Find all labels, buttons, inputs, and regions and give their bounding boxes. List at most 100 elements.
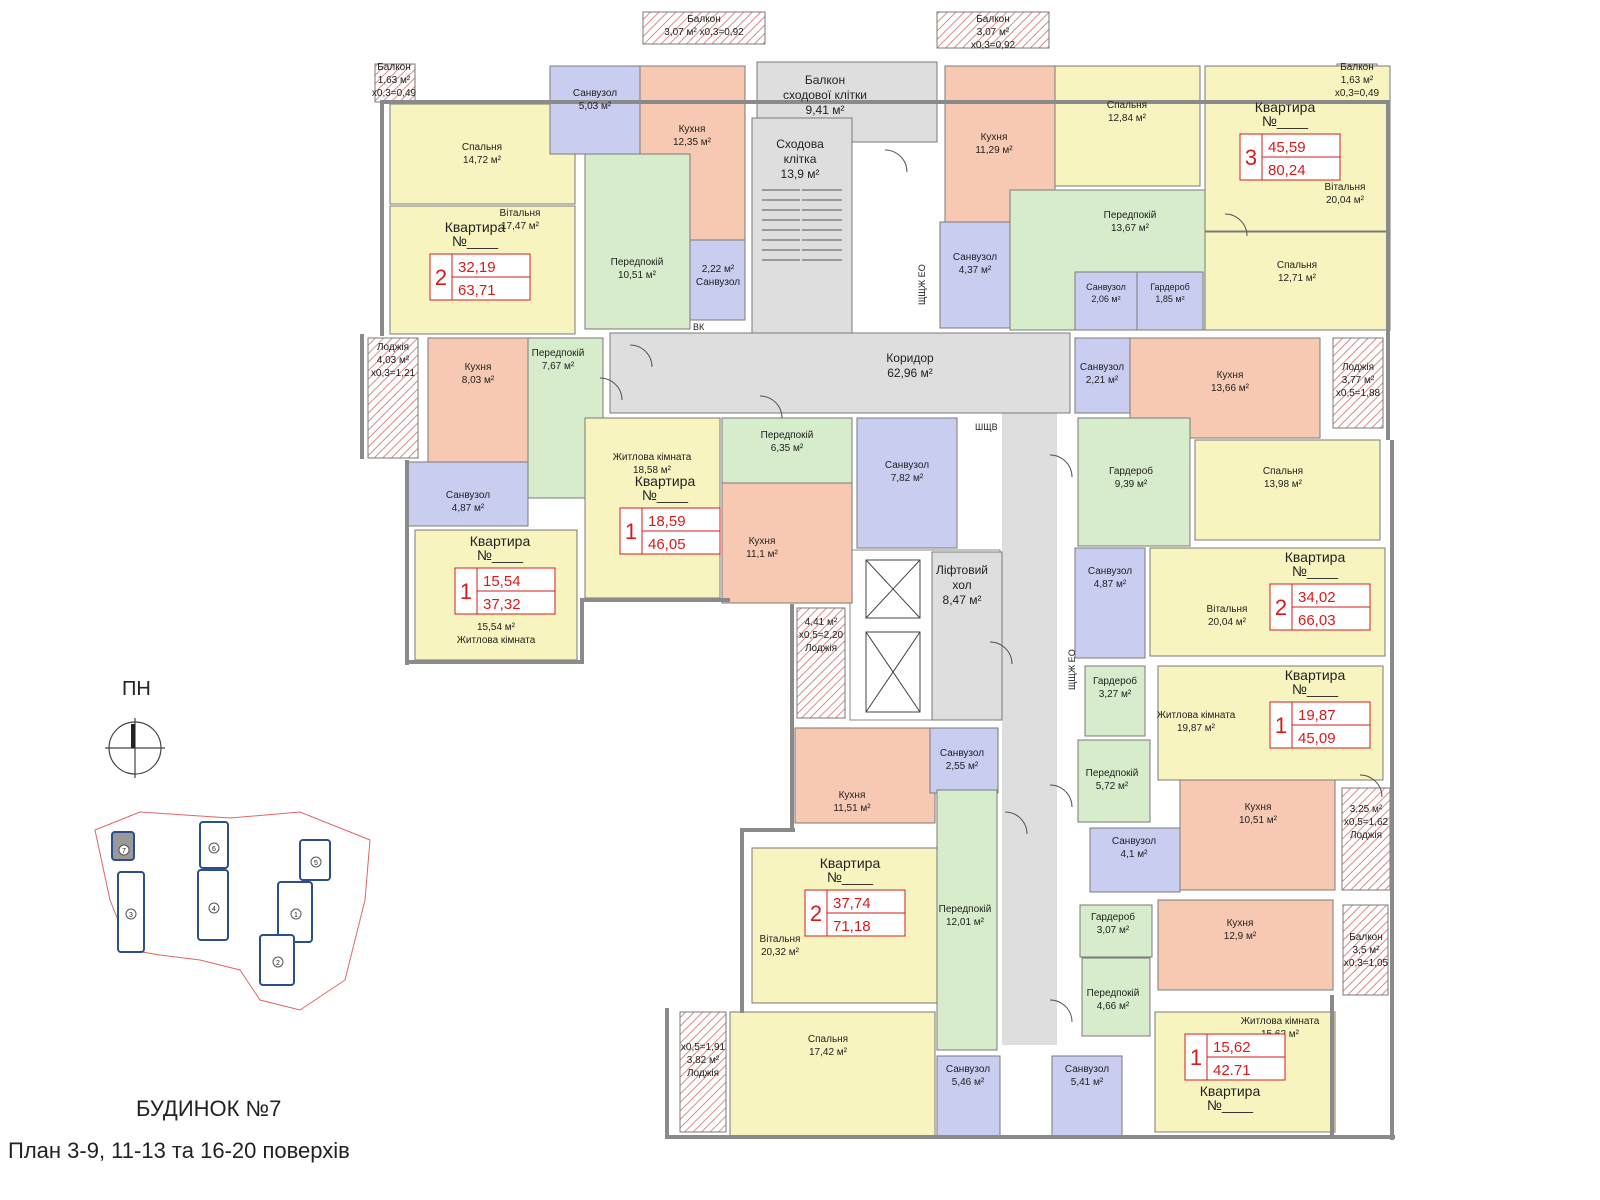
room-hall-1201 bbox=[936, 789, 998, 1051]
room-label-line: Передпокій bbox=[1086, 768, 1139, 779]
room-label-line: 4,87 м² bbox=[1094, 579, 1127, 590]
room-label-line: 9,39 м² bbox=[1115, 479, 1148, 490]
room-label-line: Кухня bbox=[839, 790, 866, 801]
room-label-line: Передпокій bbox=[1104, 210, 1157, 221]
room-label-line: Санвузол bbox=[1112, 836, 1156, 847]
apartment-total-area: 80,24 bbox=[1268, 162, 1306, 179]
room-bath-487-left bbox=[407, 461, 529, 527]
apartment-label: Квартира bbox=[820, 855, 881, 871]
room-label-line: Балкон bbox=[1340, 62, 1374, 73]
minimap-building-number: 1 bbox=[294, 912, 298, 919]
room-bath-541 bbox=[1051, 1055, 1123, 1137]
apartment-label: Квартира bbox=[1200, 1083, 1261, 1099]
minimap-building-number: 5 bbox=[314, 860, 318, 867]
apartment-number: №____ bbox=[1292, 681, 1338, 697]
room-label-line: 12,9 м² bbox=[1224, 931, 1257, 942]
room-bath-487-right bbox=[1074, 547, 1146, 659]
room-bath-222 bbox=[689, 239, 746, 321]
room-bath-503 bbox=[549, 65, 641, 155]
room-label-line: 1,85 м² bbox=[1155, 294, 1184, 304]
room-label-line: 13,67 м² bbox=[1111, 223, 1150, 234]
room-label-line: Передпокій bbox=[939, 904, 992, 915]
room-label-line: Вітальня bbox=[760, 934, 801, 945]
room-hall-572 bbox=[1077, 739, 1151, 823]
service-label: ЩЩЖ ЕО bbox=[917, 264, 927, 305]
apartment-room-count: 2 bbox=[810, 901, 822, 926]
room-label-line: Передпокій bbox=[611, 257, 664, 268]
room-label-line: 62,96 м² bbox=[887, 366, 933, 380]
room-label-line: Вітальня bbox=[1325, 182, 1366, 193]
room-label-line: 17,47 м² bbox=[501, 221, 540, 232]
room-label-line: хол bbox=[952, 578, 971, 592]
door-swing bbox=[1224, 213, 1248, 237]
room-label-line: Санвузол bbox=[696, 277, 740, 288]
room-label-line: Коридор bbox=[886, 351, 934, 365]
room-label-line: Санвузол bbox=[953, 252, 997, 263]
lift-cross bbox=[865, 631, 921, 713]
room-wardrobe-185 bbox=[1136, 271, 1204, 331]
room-label-line: 7,67 м² bbox=[542, 361, 575, 372]
exterior-wall bbox=[665, 1008, 669, 1138]
room-label-line: 14,72 м² bbox=[463, 155, 502, 166]
apartment-living-area: 18,59 bbox=[648, 513, 686, 530]
room-label-line: Ліфтовий bbox=[936, 563, 988, 577]
room-label: Санвузол 4,87 м² bbox=[1088, 566, 1132, 590]
room-label-line: 2,21 м² bbox=[1086, 375, 1119, 386]
room-bedroom-1742 bbox=[729, 1011, 936, 1138]
apartment-living-area: 45,59 bbox=[1268, 139, 1306, 156]
exterior-wall bbox=[1386, 330, 1390, 440]
apartment-room-count: 1 bbox=[1275, 713, 1287, 738]
exterior-wall bbox=[1390, 440, 1394, 1140]
apartment-room-count: 2 bbox=[435, 265, 447, 290]
room-label: Передпокій 12,01 м² bbox=[939, 904, 992, 928]
room-label-line: 1,63 м² bbox=[378, 75, 411, 86]
room-hall-466 bbox=[1081, 957, 1151, 1037]
room-label-line: Санвузол bbox=[1088, 566, 1132, 577]
exterior-wall bbox=[380, 100, 384, 336]
apartment-label: Квартира bbox=[445, 219, 506, 235]
room-label-line: Балкон bbox=[805, 73, 845, 87]
room-label-line: 8,47 м² bbox=[943, 593, 982, 607]
north-compass bbox=[105, 718, 165, 778]
apartment-number: №____ bbox=[642, 487, 688, 503]
apartment-room-count: 1 bbox=[460, 579, 472, 604]
door-swing bbox=[1359, 774, 1383, 798]
minimap-marker bbox=[125, 908, 137, 920]
room-label-line: Лоджія bbox=[377, 342, 409, 353]
door-swing bbox=[629, 344, 653, 368]
apartment-number: №____ bbox=[827, 869, 873, 885]
minimap-marker bbox=[118, 844, 130, 856]
room-label-line: Гардероб bbox=[1109, 465, 1153, 477]
room-label-line: 13,66 м² bbox=[1211, 383, 1250, 394]
room-label-line: сходової клітки bbox=[783, 88, 867, 102]
room-label-line: 12,35 м² bbox=[673, 137, 712, 148]
minimap-marker bbox=[272, 956, 284, 968]
room-bedroom-1284 bbox=[1054, 65, 1201, 187]
room-loggia-377 bbox=[1332, 337, 1384, 429]
room-label-line: Спальня bbox=[462, 142, 502, 153]
exterior-wall bbox=[360, 334, 364, 459]
apartment-total-area: 42.71 bbox=[1213, 1062, 1251, 1079]
room-label-line: Кухня bbox=[465, 362, 492, 373]
room-label-line: 12,01 м² bbox=[946, 917, 985, 928]
